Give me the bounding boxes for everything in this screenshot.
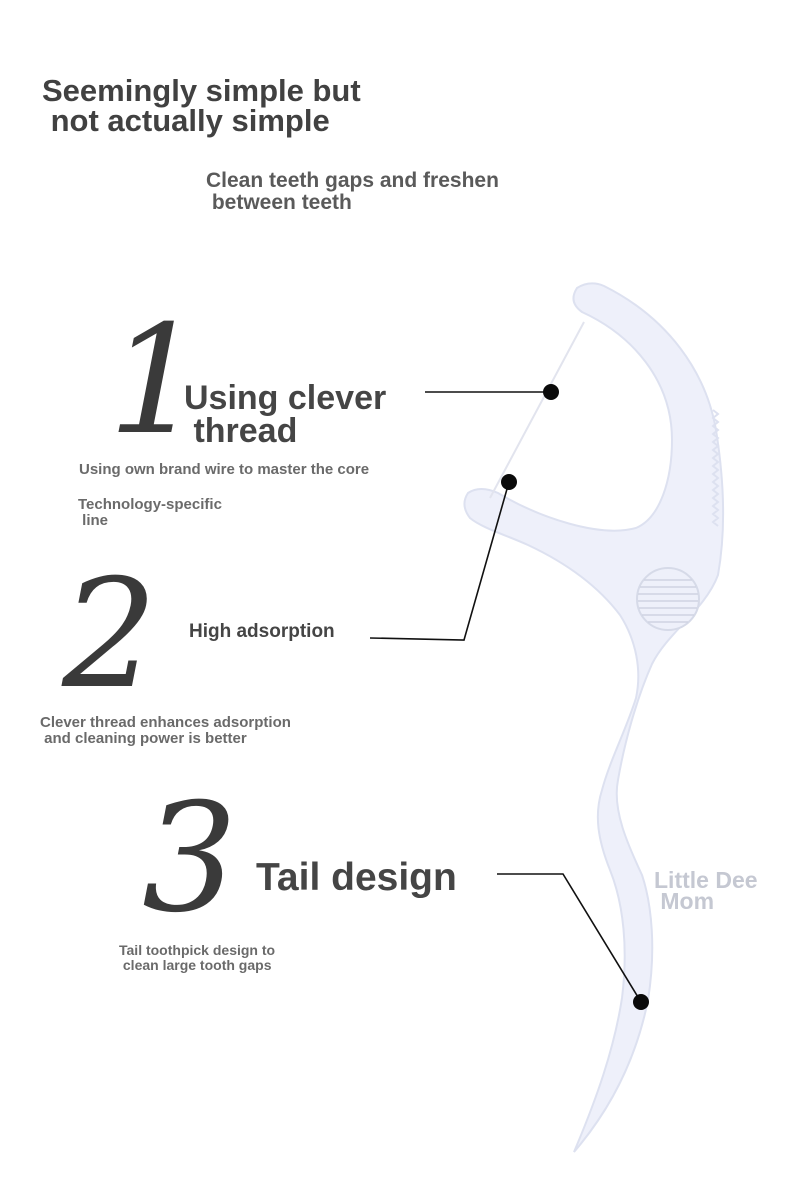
feature-note-2: Clever thread enhances adsorption and cl… <box>40 714 291 747</box>
grip-serration <box>711 409 720 527</box>
feature-number-3: 3 <box>142 772 238 946</box>
headline: Seemingly simple but not actually simple <box>42 73 361 138</box>
callout-dot-3 <box>633 994 649 1010</box>
callout-line-2 <box>369 481 510 641</box>
floss-pick-body <box>463 282 725 1153</box>
callout-dot-2 <box>501 474 517 490</box>
feature-number-2: 2 <box>62 548 158 722</box>
feature-title-2: High adsorption <box>189 621 335 642</box>
feature-title-3: Tail design <box>256 856 457 899</box>
feature-note-3: Tail toothpick design to clean large too… <box>119 942 276 973</box>
feature-title-1: Using clever thread <box>184 379 387 450</box>
callout-dot-1 <box>543 384 559 400</box>
feature-note-1a: Using own brand wire to master the core <box>79 461 370 478</box>
callout-line-3 <box>497 873 642 1003</box>
floss-thread <box>489 321 585 499</box>
feature-number-1: 1 <box>108 294 204 468</box>
feature-note-1b: Technology-specific line <box>78 496 222 529</box>
subheadline: Clean teeth gaps and freshen between tee… <box>206 169 499 214</box>
grip-circle <box>636 567 700 631</box>
watermark-text: Little Dee Mom <box>654 867 758 914</box>
